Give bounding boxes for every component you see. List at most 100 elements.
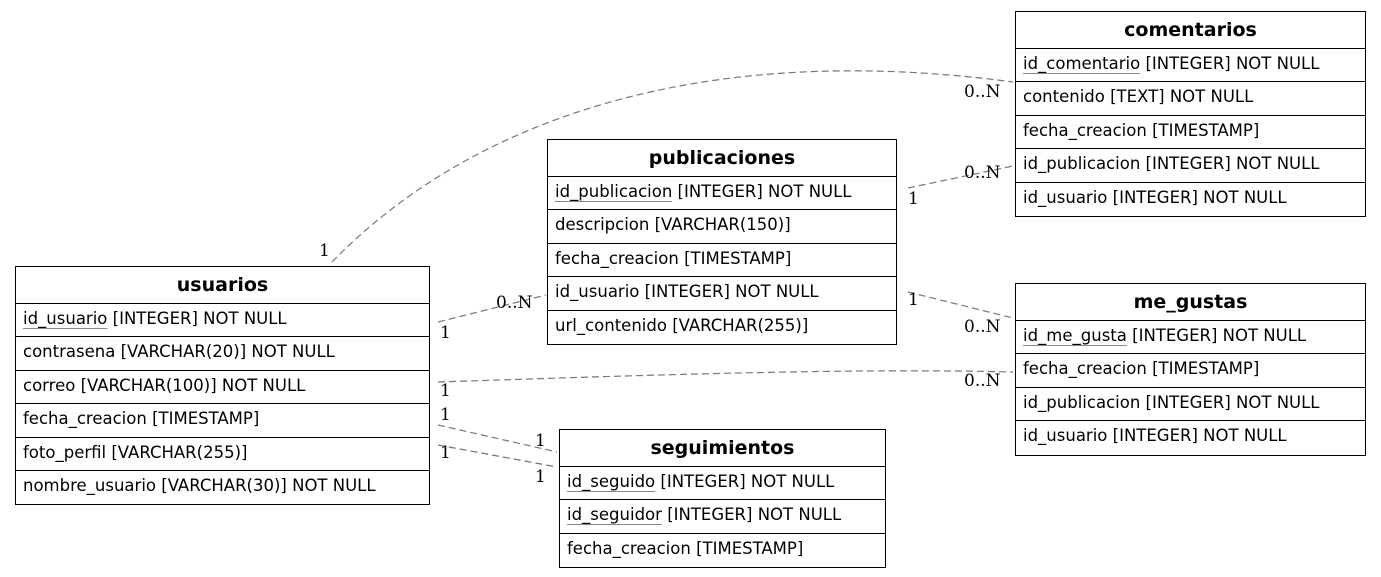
attr-name: contrasena (23, 342, 116, 362)
entity-me-gustas: me_gustas id_me_gusta [INTEGER] NOT NULL… (1015, 283, 1366, 456)
pk-name: id_me_gusta (1023, 326, 1127, 345)
attr-type: [TIMESTAMP] (696, 538, 804, 558)
attr-name: id_publicacion (1023, 392, 1141, 412)
card-usuarios-comentarios-to: 0..N (964, 82, 1001, 102)
entity-title: publicaciones (548, 140, 896, 177)
rel-publicaciones-comentarios-line (907, 165, 1014, 189)
attr-type: [TIMESTAMP] (1152, 359, 1260, 379)
card-usuarios-megustas-to: 0..N (964, 371, 1001, 391)
attribute-row: id_me_gusta [INTEGER] NOT NULL (1016, 321, 1365, 355)
pk-name: id_seguidor (567, 505, 662, 525)
attribute-row: contenido [TEXT] NOT NULL (1016, 82, 1365, 116)
attribute-row: correo [VARCHAR(100)] NOT NULL (16, 371, 429, 405)
attribute-row: contrasena [VARCHAR(20)] NOT NULL (16, 337, 429, 371)
card-publicaciones-comentarios-from: 1 (908, 189, 919, 209)
pk-name: id_seguido (567, 472, 656, 491)
attribute-row: id_usuario [INTEGER] NOT NULL (548, 277, 896, 311)
rel-usuarios-comentarios-line (331, 70, 1014, 263)
attr-name: id_publicacion (1023, 154, 1141, 174)
pk-name: id_publicacion (555, 182, 673, 201)
attr-type: [INTEGER] NOT NULL (1112, 187, 1287, 207)
attr-type: [INTEGER] NOT NULL (1145, 392, 1320, 412)
attr-name: id_usuario (555, 282, 640, 302)
entity-comentarios: comentarios id_comentario [INTEGER] NOT … (1015, 11, 1366, 217)
entity-title: comentarios (1016, 12, 1365, 49)
attribute-row: fecha_creacion [TIMESTAMP] (560, 534, 885, 567)
card-publicaciones-megustas-to: 0..N (964, 317, 1001, 337)
attr-type: [INTEGER] NOT NULL (677, 182, 852, 201)
attr-type: [TEXT] NOT NULL (1110, 87, 1254, 107)
attr-name: fecha_creacion (23, 409, 147, 429)
card-publicaciones-comentarios-to: 0..N (964, 163, 1001, 183)
attr-type: [VARCHAR(150)] (654, 215, 791, 235)
attribute-row: url_contenido [VARCHAR(255)] (548, 311, 896, 344)
attribute-row: fecha_creacion [TIMESTAMP] (548, 244, 896, 278)
attribute-row: fecha_creacion [TIMESTAMP] (16, 404, 429, 438)
rel-usuarios-megustas-line (437, 370, 1014, 383)
pk-name: id_usuario (23, 309, 108, 328)
attribute-row: id_comentario [INTEGER] NOT NULL (1016, 49, 1365, 83)
attr-name: contenido (1023, 87, 1105, 107)
attribute-row: id_publicacion [INTEGER] NOT NULL (1016, 388, 1365, 422)
card-usuarios-comentarios-from: 1 (319, 241, 330, 261)
attribute-row: id_usuario [INTEGER] NOT NULL (16, 304, 429, 338)
card-usuarios-seguimientos-seguidor-from: 1 (440, 443, 451, 463)
entity-usuarios: usuarios id_usuario [INTEGER] NOT NULL c… (15, 266, 430, 506)
attr-type: [VARCHAR(20)] NOT NULL (120, 342, 335, 362)
attr-name: descripcion (555, 215, 650, 235)
attr-type: [VARCHAR(255)] (672, 315, 809, 335)
card-usuarios-seguimientos-seguido-from: 1 (440, 405, 451, 425)
attr-type: [INTEGER] NOT NULL (1145, 54, 1320, 73)
attr-name: url_contenido (555, 315, 667, 335)
entity-title: seguimientos (560, 430, 885, 467)
attribute-row: id_seguidor [INTEGER] NOT NULL (560, 500, 885, 534)
attr-name: foto_perfil (23, 442, 107, 462)
attribute-row: fecha_creacion [TIMESTAMP] (1016, 354, 1365, 388)
attr-name: fecha_creacion (1023, 359, 1147, 379)
rel-usuarios-publicaciones-line (437, 294, 547, 323)
attr-type: [INTEGER] NOT NULL (1132, 326, 1307, 345)
attribute-row: descripcion [VARCHAR(150)] (548, 210, 896, 244)
entity-title: me_gustas (1016, 284, 1365, 321)
attr-type: [INTEGER] NOT NULL (112, 309, 287, 328)
attr-type: [VARCHAR(255)] (111, 442, 248, 462)
rel-publicaciones-megustas-line (907, 291, 1014, 319)
entity-publicaciones: publicaciones id_publicacion [INTEGER] N… (547, 139, 897, 345)
attr-type: [INTEGER] NOT NULL (1145, 154, 1320, 174)
attribute-row: id_publicacion [INTEGER] NOT NULL (1016, 149, 1365, 183)
rel-usuarios-seguimientos-seguidor-line (437, 444, 558, 468)
card-usuarios-publicaciones-from: 1 (440, 323, 451, 343)
entity-title: usuarios (16, 267, 429, 304)
attr-name: nombre_usuario (23, 475, 157, 495)
card-usuarios-megustas-from: 1 (440, 381, 451, 401)
attr-type: [INTEGER] NOT NULL (660, 472, 835, 491)
attr-type: [INTEGER] NOT NULL (667, 505, 842, 525)
attribute-row: id_seguido [INTEGER] NOT NULL (560, 467, 885, 501)
attr-type: [VARCHAR(100)] NOT NULL (80, 375, 306, 395)
card-usuarios-seguimientos-seguidor-to: 1 (535, 467, 546, 487)
card-publicaciones-megustas-from: 1 (908, 290, 919, 310)
attr-name: id_usuario (1023, 187, 1108, 207)
attr-name: correo (23, 375, 76, 395)
attr-type: [TIMESTAMP] (152, 409, 260, 429)
card-usuarios-publicaciones-to: 0..N (496, 293, 533, 313)
attr-name: fecha_creacion (567, 538, 691, 558)
attr-type: [TIMESTAMP] (684, 248, 792, 268)
attr-name: fecha_creacion (555, 248, 679, 268)
attr-type: [INTEGER] NOT NULL (644, 282, 819, 302)
attribute-row: foto_perfil [VARCHAR(255)] (16, 438, 429, 471)
pk-name: id_comentario (1023, 54, 1141, 73)
attr-type: [TIMESTAMP] (1152, 120, 1260, 140)
attribute-row: fecha_creacion [TIMESTAMP] (1016, 116, 1365, 150)
attribute-row: id_usuario [INTEGER] NOT NULL (1016, 421, 1365, 454)
card-usuarios-seguimientos-seguido-to: 1 (535, 431, 546, 451)
rel-usuarios-seguimientos-seguido-line (437, 424, 558, 453)
attr-type: [INTEGER] NOT NULL (1112, 426, 1287, 446)
attribute-row: nombre_usuario [VARCHAR(30)] NOT NULL (16, 471, 429, 504)
attr-name: id_usuario (1023, 426, 1108, 446)
attribute-row: id_usuario [INTEGER] NOT NULL (1016, 183, 1365, 216)
attribute-row: id_publicacion [INTEGER] NOT NULL (548, 177, 896, 211)
attr-name: fecha_creacion (1023, 120, 1147, 140)
entity-seguimientos: seguimientos id_seguido [INTEGER] NOT NU… (559, 429, 886, 569)
